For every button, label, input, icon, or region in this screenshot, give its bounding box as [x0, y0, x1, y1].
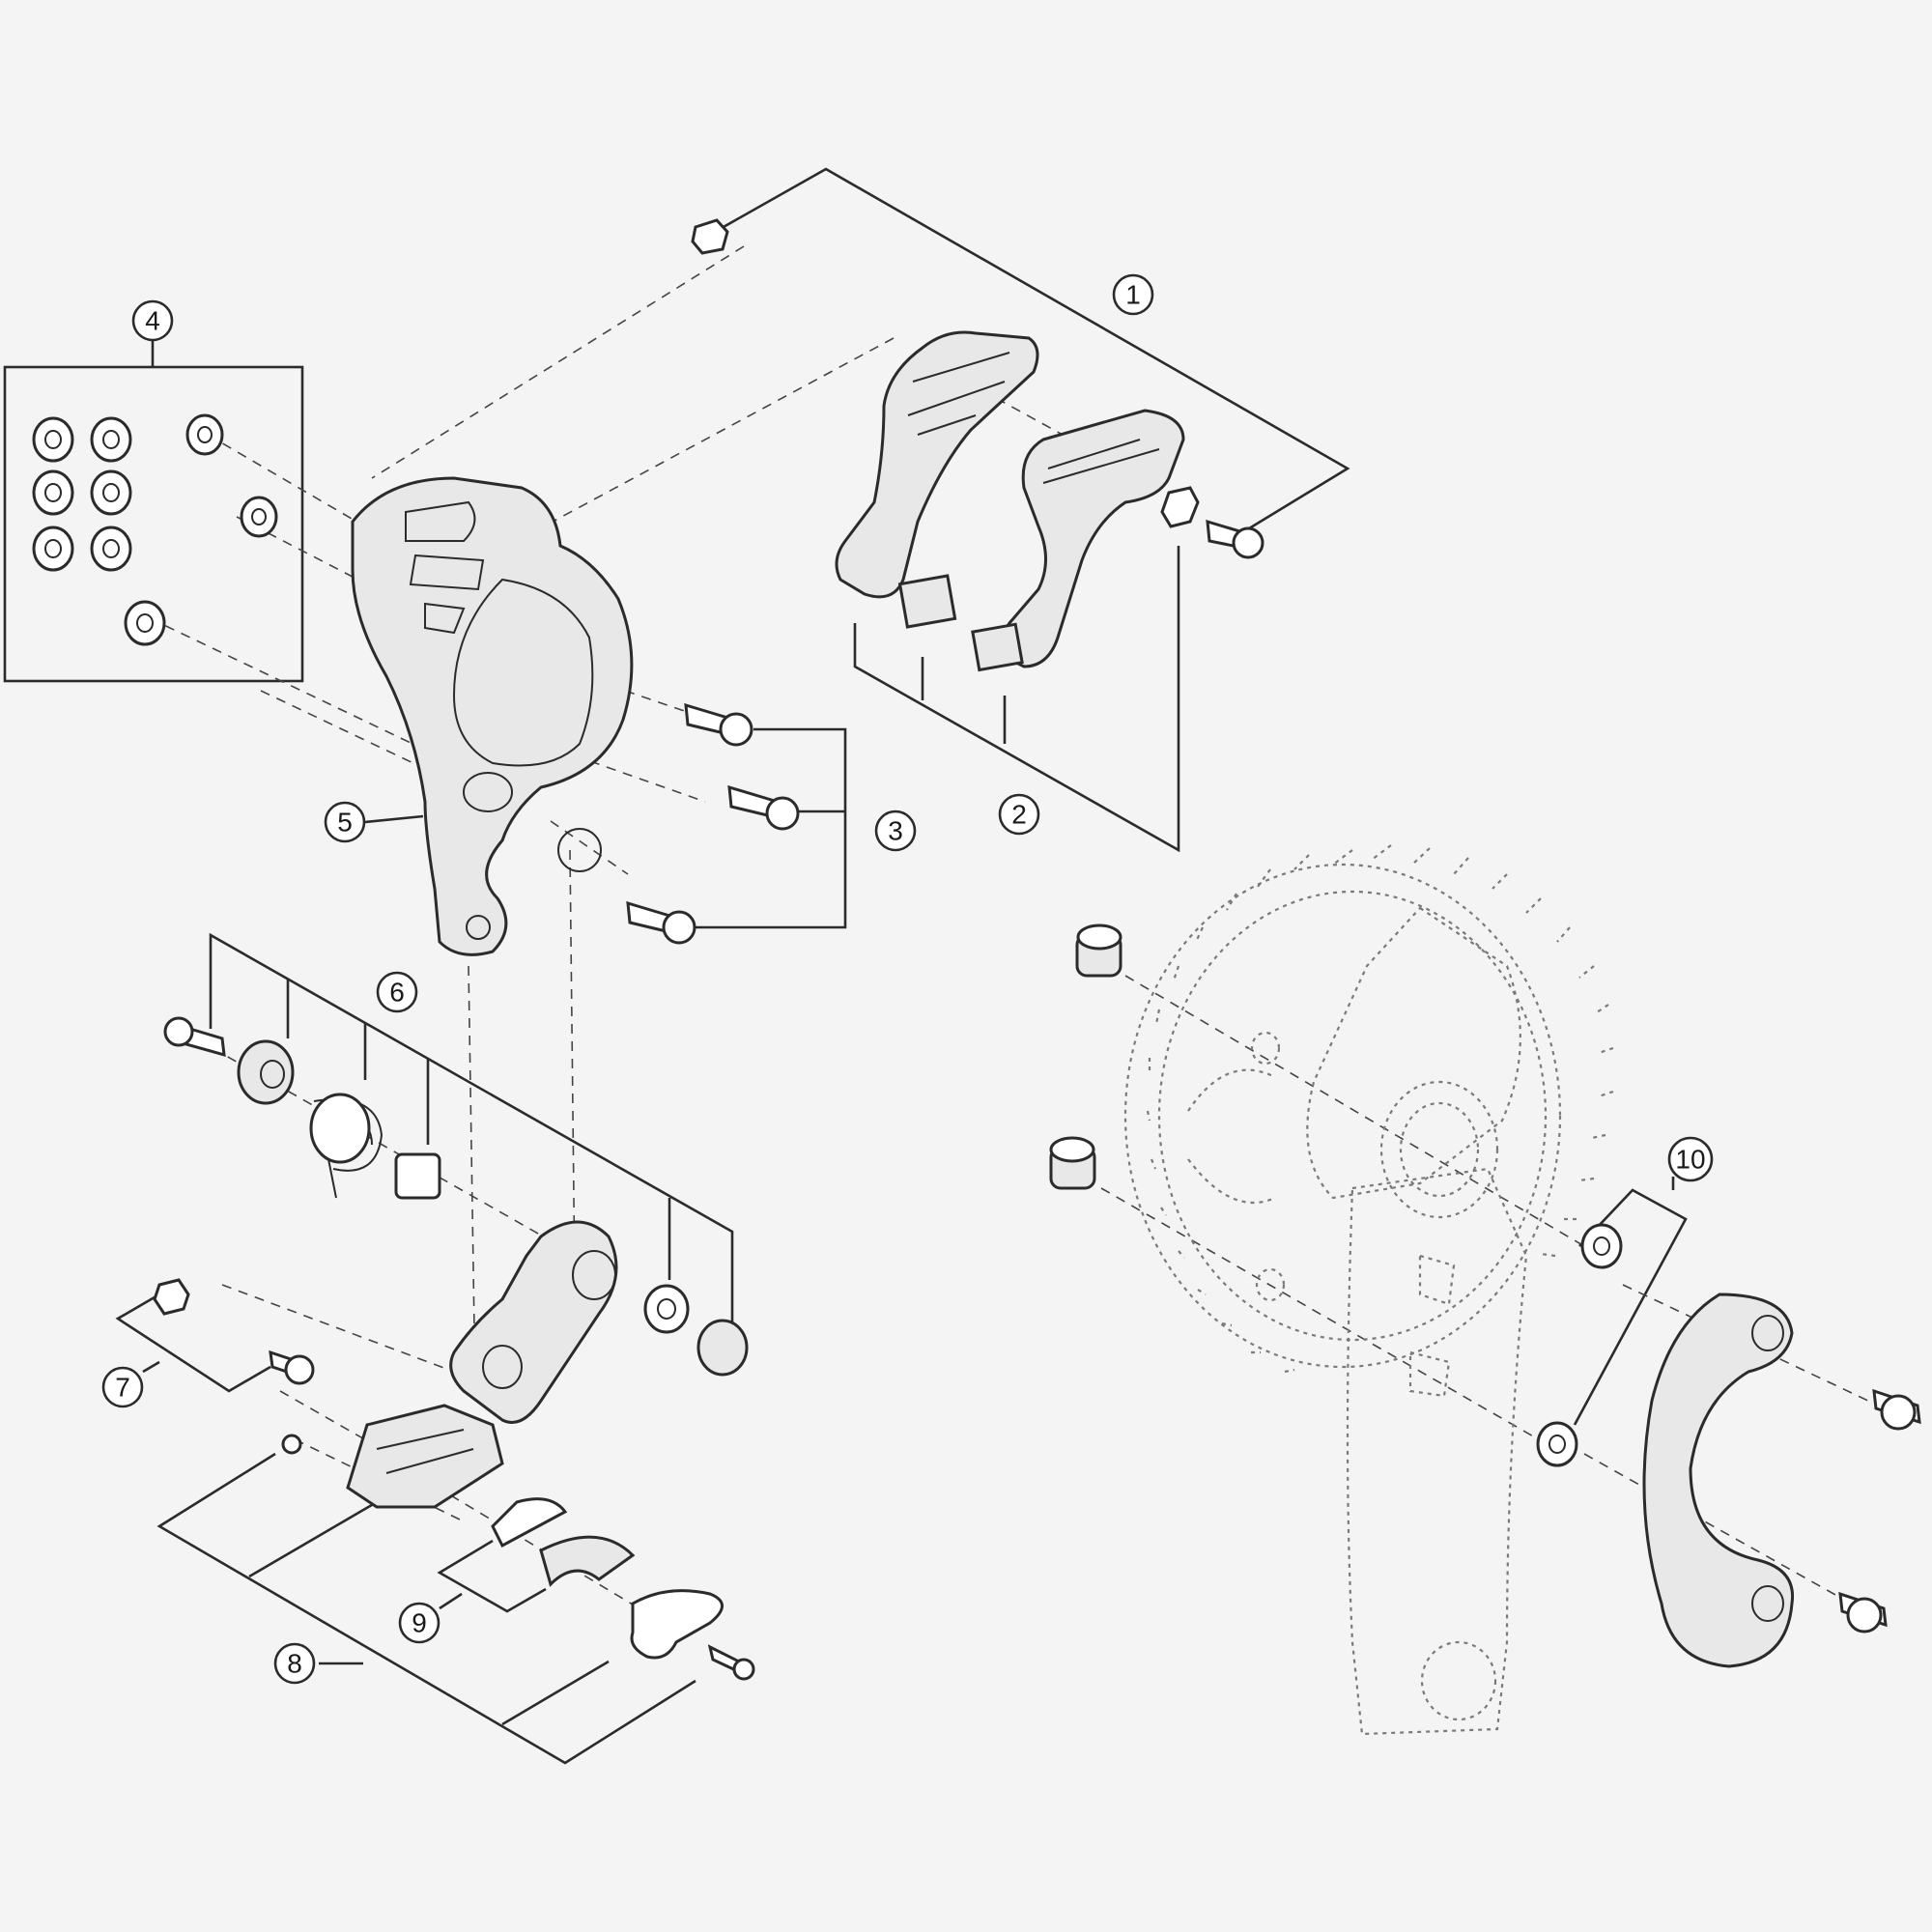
callout-1-label: 1: [1125, 280, 1141, 310]
slider-arm: [153, 1220, 755, 1681]
pivot-hardware: [163, 1016, 749, 1377]
callout-1: 1: [1112, 273, 1154, 316]
backplate: [351, 476, 634, 956]
callout-9: 9: [398, 1602, 440, 1644]
callout-8: 8: [273, 1642, 316, 1685]
crankset-outline: [1123, 844, 1614, 1736]
callout-7: 7: [101, 1366, 144, 1408]
callout-2: 2: [998, 793, 1040, 836]
callout-6-label: 6: [389, 978, 405, 1008]
washer-set: [32, 413, 278, 646]
bolt-set: [626, 702, 800, 945]
callout-9-label: 9: [412, 1608, 427, 1638]
bash-guard-hardware: [1049, 923, 1921, 1668]
callout-8-label: 8: [287, 1649, 302, 1679]
callout-10-label: 10: [1675, 1145, 1705, 1175]
callout-2-label: 2: [1011, 800, 1027, 830]
callout-3: 3: [874, 810, 917, 852]
callout-4-label: 4: [145, 306, 160, 336]
callout-6: 6: [376, 971, 418, 1013]
explosion-axis-lines: [149, 245, 1889, 1614]
callout-5-label: 5: [337, 808, 353, 838]
callout-3-label: 3: [888, 816, 903, 846]
callout-7-label: 7: [115, 1373, 130, 1403]
callout-4: 4: [131, 299, 174, 342]
callout-5: 5: [324, 801, 366, 843]
callout-10: 10: [1667, 1136, 1714, 1182]
leader-lines: [3, 167, 1688, 1765]
upper-chain-guide: [691, 218, 1264, 672]
